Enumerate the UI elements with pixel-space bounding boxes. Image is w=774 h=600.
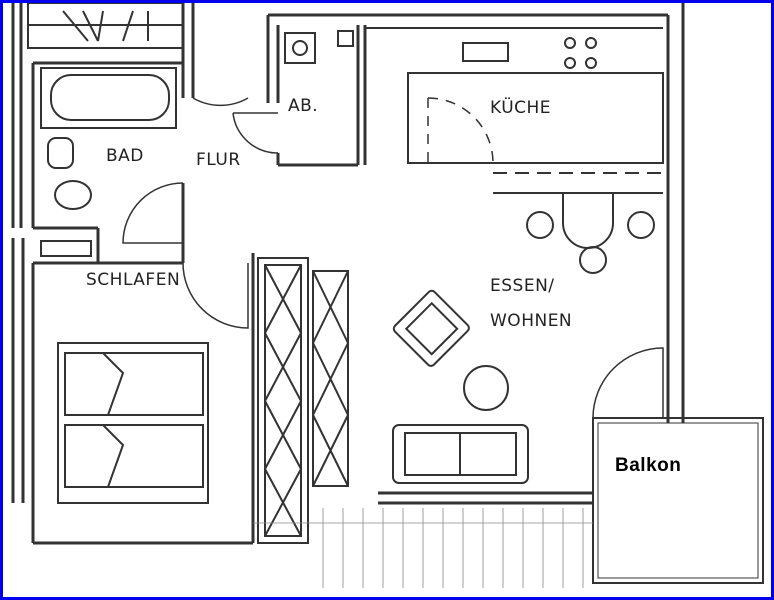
balcony — [592, 3, 764, 584]
washing-machine — [284, 30, 354, 64]
room-label-flur: FLUR — [196, 150, 241, 170]
floor-plan-drawing — [11, 3, 764, 588]
wardrobe — [257, 257, 309, 544]
room-label-wohnen: WOHNEN — [490, 311, 573, 331]
room-label-balkon: Balkon — [615, 455, 682, 476]
washbasin — [54, 180, 92, 210]
room-label-schlafen: SCHLAFEN — [86, 270, 181, 290]
room-label-kueche: KÜCHE — [490, 98, 552, 118]
shelf — [312, 270, 349, 487]
room-label-essen: ESSEN/ — [490, 276, 555, 296]
armchair — [392, 289, 470, 367]
double-bed — [57, 342, 209, 504]
bathtub — [40, 67, 177, 129]
room-label-ab: AB. — [288, 96, 319, 116]
kitchen-counter — [365, 27, 664, 194]
toilet — [47, 137, 74, 169]
sofa — [392, 424, 529, 484]
room-label-bad: BAD — [106, 146, 144, 166]
cabinet — [40, 240, 92, 257]
dining-table — [526, 193, 655, 274]
terrace-hatch — [253, 508, 593, 588]
coffee-table — [463, 365, 509, 411]
wardrobe-top — [27, 3, 184, 49]
doors — [122, 43, 664, 419]
